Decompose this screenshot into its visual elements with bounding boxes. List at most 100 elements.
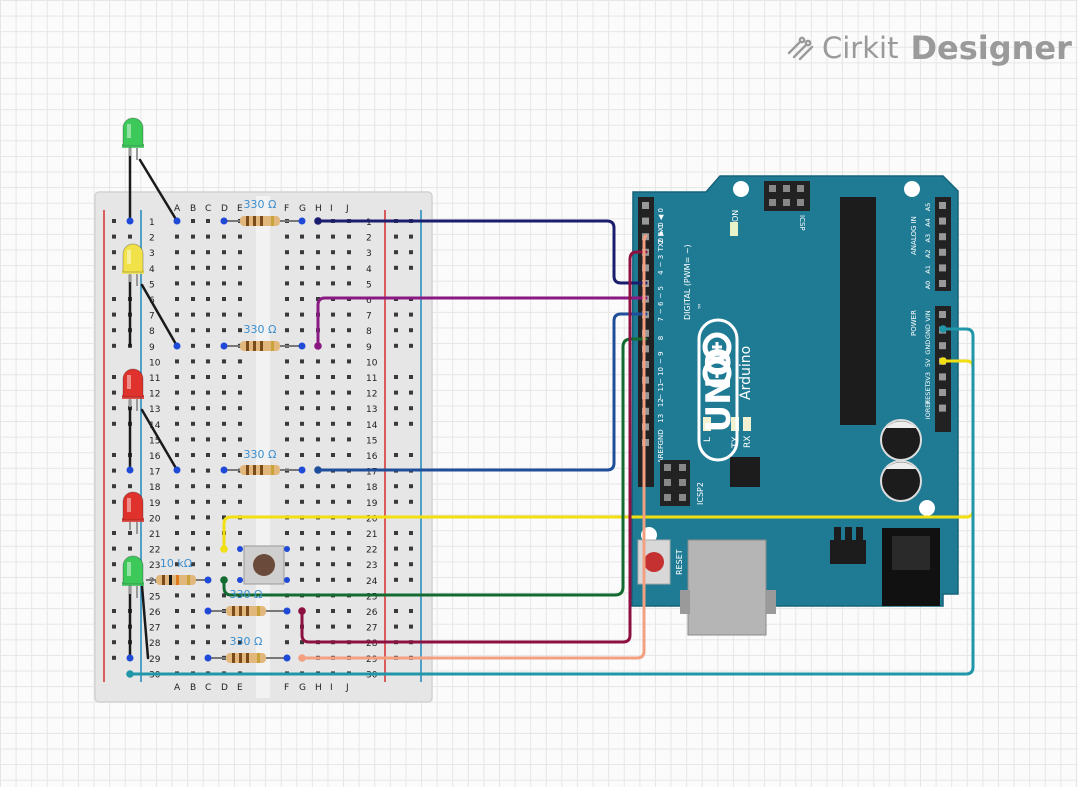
wire-endpoint[interactable] <box>314 217 322 225</box>
breadboard-hole[interactable] <box>331 609 335 613</box>
breadboard-hole[interactable] <box>222 515 226 520</box>
breadboard-hole[interactable] <box>285 250 289 255</box>
rail-hole[interactable] <box>112 453 116 457</box>
breadboard-hole[interactable] <box>206 297 210 301</box>
breadboard-hole[interactable] <box>238 640 242 645</box>
breadboard-hole[interactable] <box>222 421 226 426</box>
breadboard-hole[interactable] <box>175 250 179 255</box>
breadboard-hole[interactable] <box>347 312 351 317</box>
breadboard-hole[interactable] <box>300 406 304 411</box>
breadboard-hole[interactable] <box>347 281 351 286</box>
breadboard-hole[interactable] <box>300 562 304 567</box>
rail-hole[interactable] <box>409 265 413 270</box>
rail-hole[interactable] <box>409 484 413 489</box>
connection-point[interactable] <box>220 342 228 350</box>
breadboard-hole[interactable] <box>238 562 242 567</box>
rail-hole[interactable] <box>394 499 398 504</box>
breadboard-hole[interactable] <box>285 281 289 286</box>
breadboard-hole[interactable] <box>238 312 242 317</box>
analog-pin[interactable] <box>939 280 946 287</box>
breadboard-hole[interactable] <box>222 281 226 286</box>
connection-point[interactable] <box>298 217 306 225</box>
breadboard-hole[interactable] <box>316 484 320 489</box>
breadboard-hole[interactable] <box>206 453 210 457</box>
breadboard-hole[interactable] <box>238 421 242 426</box>
breadboard-hole[interactable] <box>191 468 195 473</box>
wire-endpoint[interactable] <box>298 654 306 662</box>
breadboard-hole[interactable] <box>206 219 210 223</box>
breadboard-hole[interactable] <box>206 437 210 442</box>
breadboard-hole[interactable] <box>238 359 242 364</box>
analog-pin[interactable] <box>939 233 946 241</box>
breadboard-hole[interactable] <box>206 562 210 567</box>
breadboard-hole[interactable] <box>285 624 289 629</box>
rail-hole[interactable] <box>394 312 398 317</box>
breadboard-hole[interactable] <box>300 640 304 645</box>
breadboard-hole[interactable] <box>285 375 289 379</box>
rail-hole[interactable] <box>409 390 413 395</box>
breadboard-hole[interactable] <box>285 484 289 489</box>
breadboard-hole[interactable] <box>191 562 195 567</box>
breadboard-hole[interactable] <box>331 343 335 348</box>
breadboard-hole[interactable] <box>238 234 242 239</box>
breadboard-hole[interactable] <box>285 406 289 411</box>
breadboard-hole[interactable] <box>331 359 335 364</box>
breadboard-hole[interactable] <box>300 359 304 364</box>
rail-hole[interactable] <box>112 655 116 660</box>
power-pin[interactable] <box>939 389 946 396</box>
breadboard-hole[interactable] <box>316 297 320 301</box>
breadboard-hole[interactable] <box>191 640 195 645</box>
breadboard-hole[interactable] <box>347 453 351 457</box>
rail-hole[interactable] <box>112 375 116 379</box>
breadboard-hole[interactable] <box>175 609 179 613</box>
rail-hole[interactable] <box>112 406 116 411</box>
led-green[interactable] <box>122 555 144 598</box>
breadboard-hole[interactable] <box>316 250 320 255</box>
breadboard-hole[interactable] <box>175 453 179 457</box>
breadboard-hole[interactable] <box>347 624 351 629</box>
led-yellow[interactable] <box>122 243 144 286</box>
breadboard-hole[interactable] <box>191 390 195 395</box>
rail-hole[interactable] <box>112 250 116 255</box>
breadboard-hole[interactable] <box>222 406 226 411</box>
breadboard-hole[interactable] <box>191 328 195 333</box>
breadboard-hole[interactable] <box>347 562 351 567</box>
connection-point[interactable] <box>173 342 181 350</box>
breadboard-hole[interactable] <box>300 375 304 379</box>
breadboard-hole[interactable] <box>175 265 179 270</box>
breadboard-hole[interactable] <box>285 453 289 457</box>
breadboard-hole[interactable] <box>175 312 179 317</box>
breadboard-hole[interactable] <box>206 312 210 317</box>
breadboard-hole[interactable] <box>316 624 320 629</box>
breadboard-hole[interactable] <box>175 281 179 286</box>
wire-navy-pin3[interactable] <box>316 219 648 285</box>
breadboard-hole[interactable] <box>206 390 210 395</box>
breadboard-hole[interactable] <box>347 359 351 364</box>
resistor-4[interactable]: 330 Ω <box>208 588 287 616</box>
breadboard-hole[interactable] <box>175 421 179 426</box>
breadboard-hole[interactable] <box>238 453 242 457</box>
breadboard-hole[interactable] <box>191 406 195 411</box>
breadboard-hole[interactable] <box>347 546 351 551</box>
breadboard-hole[interactable] <box>191 531 195 535</box>
breadboard-hole[interactable] <box>206 484 210 489</box>
rail-hole[interactable] <box>112 562 116 567</box>
breadboard-hole[interactable] <box>331 390 335 395</box>
breadboard-hole[interactable] <box>331 577 335 582</box>
breadboard-hole[interactable] <box>285 531 289 535</box>
breadboard-hole[interactable] <box>222 328 226 333</box>
rail-hole[interactable] <box>394 328 398 333</box>
wire-endpoint[interactable] <box>126 670 134 678</box>
rail-hole[interactable] <box>394 250 398 255</box>
rail-hole[interactable] <box>112 343 116 348</box>
rail-hole[interactable] <box>394 234 398 239</box>
breadboard-hole[interactable] <box>206 328 210 333</box>
breadboard-hole[interactable] <box>347 390 351 395</box>
rail-hole[interactable] <box>409 546 413 551</box>
breadboard-hole[interactable] <box>222 234 226 239</box>
rail-hole[interactable] <box>112 531 116 535</box>
breadboard-hole[interactable] <box>238 499 242 504</box>
breadboard-hole[interactable] <box>222 375 226 379</box>
breadboard-hole[interactable] <box>222 484 226 489</box>
breadboard-hole[interactable] <box>300 234 304 239</box>
